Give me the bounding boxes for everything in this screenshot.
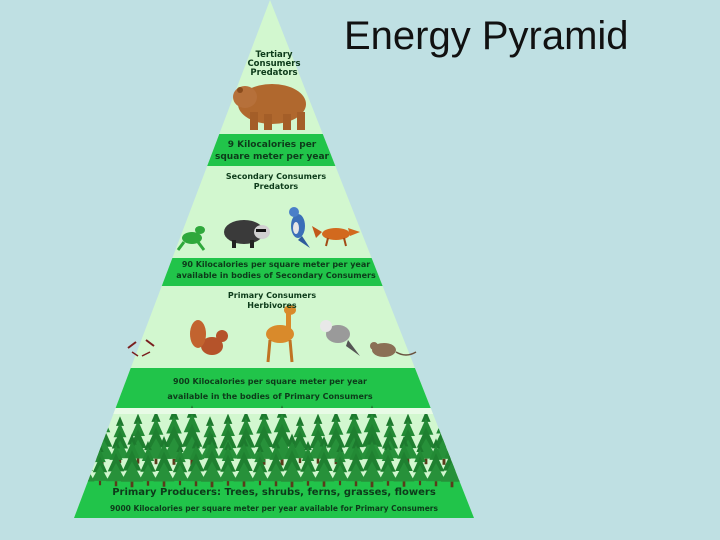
tertiary-consumers-label: Tertiary xyxy=(255,50,293,60)
pine-tree xyxy=(458,440,474,486)
tier-band-primary xyxy=(74,368,474,408)
secondary-consumers-label: Secondary Consumers xyxy=(226,172,326,181)
secondary-consumers-label-2: Predators xyxy=(254,182,299,191)
insect-icon xyxy=(127,339,155,357)
tertiary-consumers-label-3: Predators xyxy=(250,68,297,78)
secondary-energy-text-2: available in bodies of Secondary Consume… xyxy=(176,271,376,280)
fox-icon xyxy=(312,226,360,247)
primary-energy-text-2: available in the bodies of Primary Consu… xyxy=(167,392,372,401)
gray-jay-icon xyxy=(320,320,360,356)
tertiary-energy-text-2: square meter per year xyxy=(215,152,330,162)
mouse-icon xyxy=(370,342,417,357)
pine-tree xyxy=(449,405,474,466)
pine-tree xyxy=(74,408,96,465)
squirrel-icon xyxy=(190,320,228,355)
tier-band-tertiary xyxy=(74,134,474,166)
slide-title: Energy Pyramid xyxy=(344,14,629,58)
tertiary-energy-text: 9 Kilocalories per xyxy=(228,140,317,150)
frog-icon xyxy=(176,226,206,251)
pine-tree xyxy=(74,435,95,487)
tertiary-consumers-label-2: Consumers xyxy=(247,59,300,69)
blue-jay-icon xyxy=(289,207,310,248)
primary-consumers-label-2: Herbivores xyxy=(247,301,297,310)
producers-energy-text: 9000 Kilocalories per square meter per y… xyxy=(110,504,438,513)
primary-producers-label: Primary Producers: Trees, shrubs, ferns,… xyxy=(112,487,436,498)
raccoon-icon xyxy=(224,220,270,248)
secondary-energy-text: 90 Kilocalories per square meter per yea… xyxy=(182,260,370,269)
primary-energy-text: 900 Kilocalories per square meter per ye… xyxy=(173,377,367,386)
tier-band-producers xyxy=(74,480,474,518)
primary-consumers-label: Primary Consumers xyxy=(228,291,316,300)
bear-icon xyxy=(233,84,306,130)
deer-icon xyxy=(266,305,296,363)
